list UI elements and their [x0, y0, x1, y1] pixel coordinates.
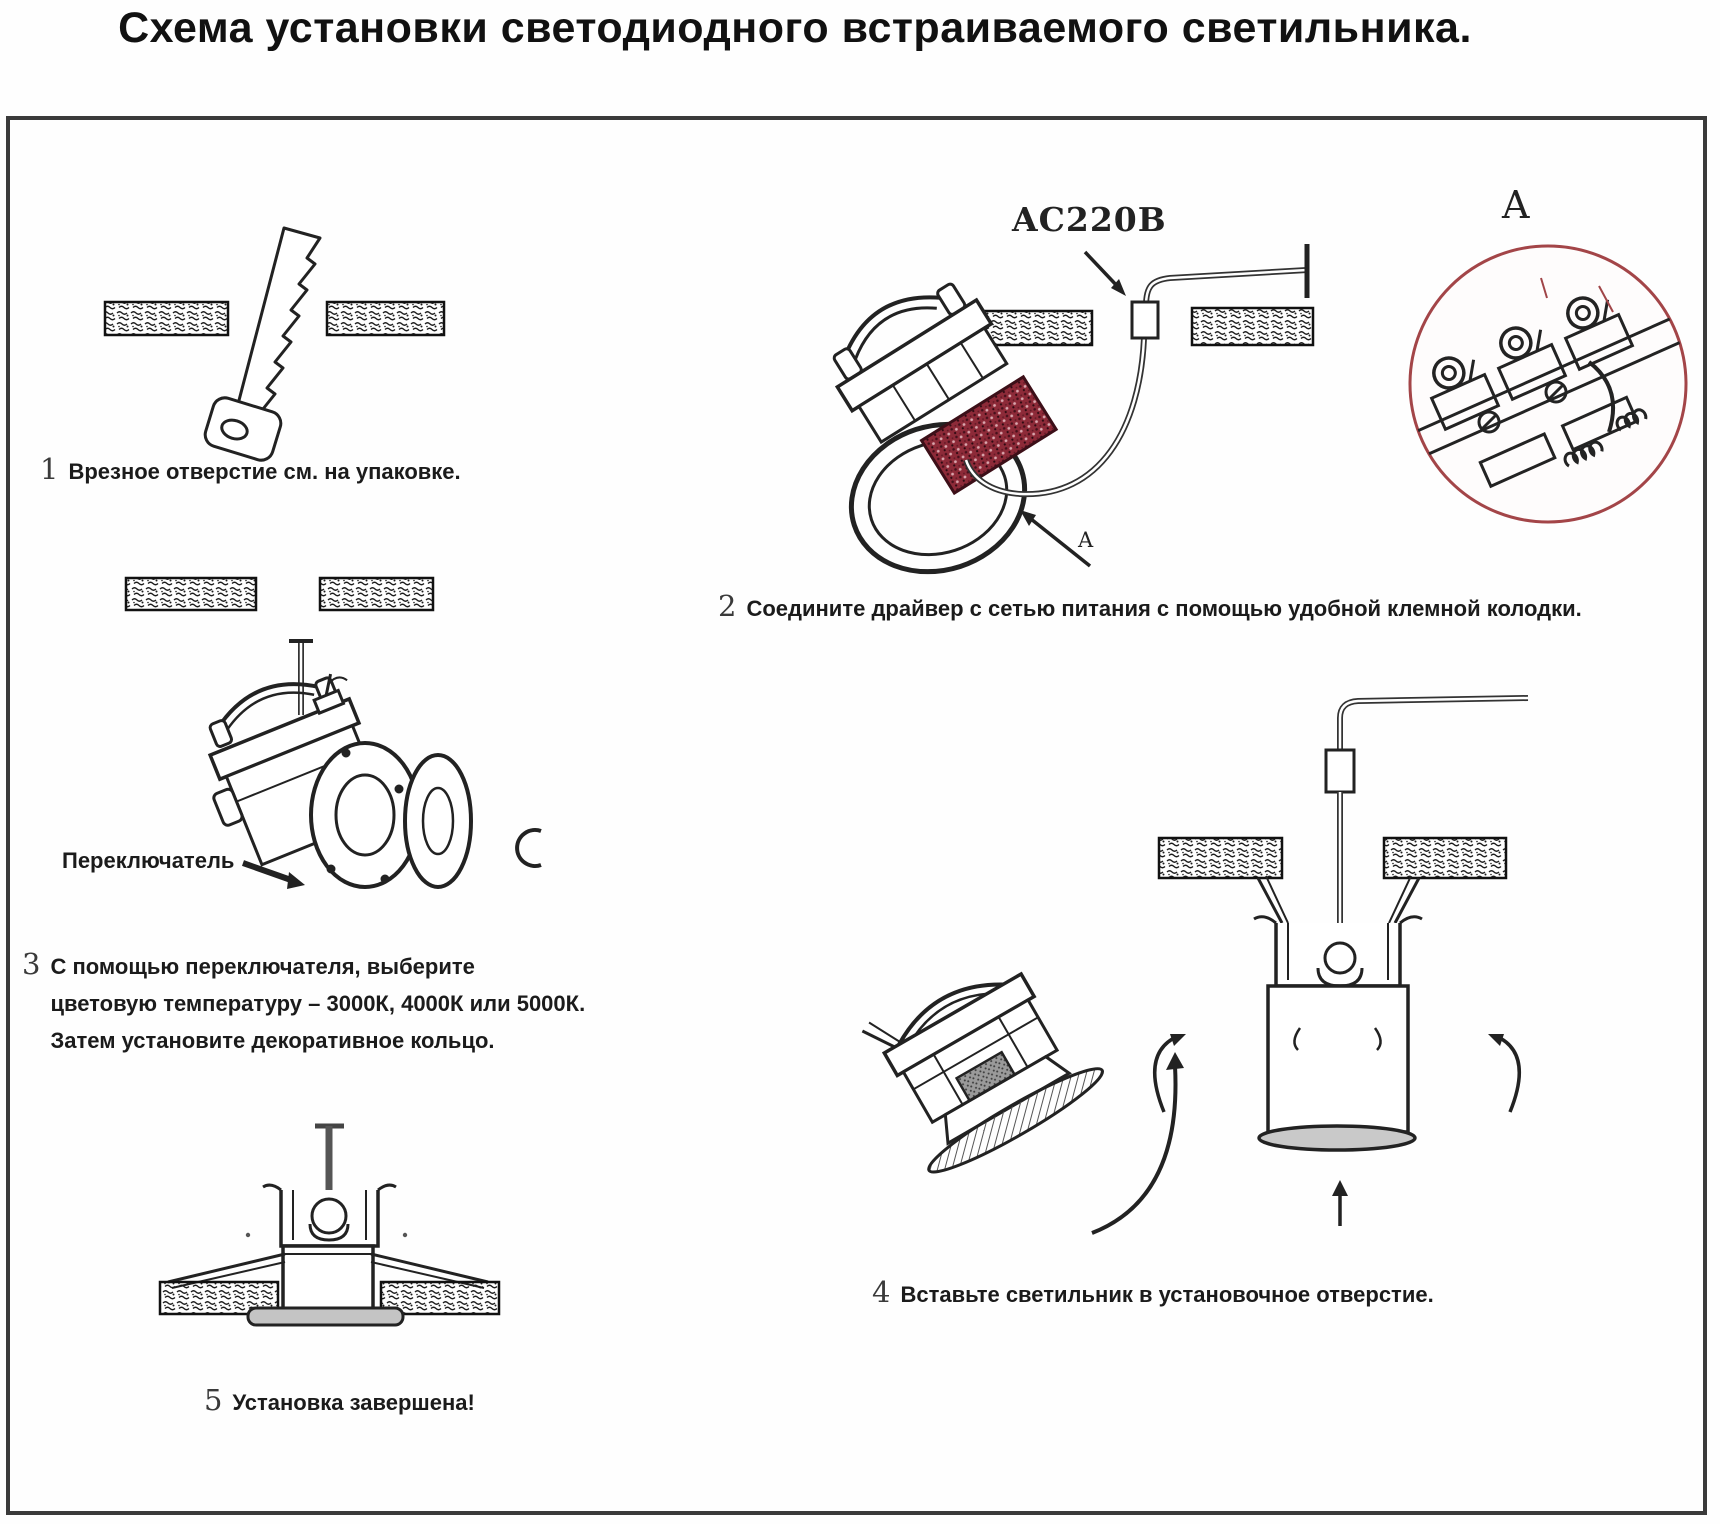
step1-number: 1: [40, 452, 59, 486]
step4-text: Вставьте светильник в установочное отвер…: [900, 1282, 1434, 1307]
step5-text: Установка завершена!: [232, 1390, 475, 1415]
decorative-ring: [403, 753, 473, 889]
step4-number: 4: [872, 1275, 891, 1309]
page-title: Схема установки светодиодного встраиваем…: [118, 4, 1472, 52]
ac220-label: AC220В: [1012, 200, 1167, 239]
step4-caption: 4 Вставьте светильник в установочное отв…: [872, 1278, 1434, 1308]
step3-caption: 3 С помощью переключателя, выберите цвет…: [22, 948, 585, 1059]
drywall-saw-icon: [203, 226, 322, 462]
switch-label: Переключатель: [62, 848, 235, 873]
switch-ring-drawing: [124, 576, 542, 889]
mains-cable: [1143, 244, 1310, 307]
step5-caption: 5 Установка завершена!: [204, 1386, 475, 1416]
step3-number: 3: [22, 947, 41, 981]
cable-connector: [1130, 300, 1160, 340]
content-border-box: [6, 116, 1707, 1515]
cable-connector: [1324, 748, 1356, 794]
terminal-detail-circle: [1408, 244, 1688, 524]
step1-text: Врезное отверстие см. на упаковке.: [68, 459, 461, 484]
driver-connection-drawing: [832, 244, 1315, 575]
step3-line1: С помощью переключателя, выберите: [50, 954, 475, 979]
detail-a-label: A: [1502, 183, 1530, 227]
callout-a-label: A: [1078, 528, 1094, 552]
terminal-block: [919, 374, 1059, 496]
step1-caption: 1 Врезное отверстие см. на упаковке.: [40, 455, 461, 485]
saw-hole-drawing: [103, 226, 446, 462]
step2-caption: 2 Соедините драйвер с сетью питания с по…: [718, 592, 1582, 622]
installed-fixture-drawing: [158, 1123, 501, 1327]
step5-number: 5: [204, 1383, 223, 1417]
step3-line3: Затем установите декоративное кольцо.: [50, 1028, 495, 1053]
step3-line2: цветовую температуру – 3000К, 4000К или …: [50, 991, 586, 1016]
insert-fixture-drawing: [861, 695, 1529, 1235]
step2-number: 2: [718, 589, 737, 623]
step2-text: Соедините драйвер с сетью питания с помо…: [746, 596, 1582, 621]
